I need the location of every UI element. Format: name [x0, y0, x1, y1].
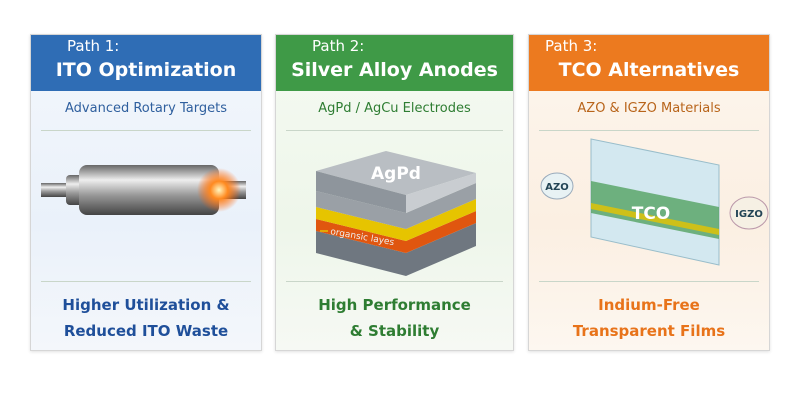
path-label: Path 3: — [545, 37, 598, 55]
card-header: Path 2: Silver Alloy Anodes — [276, 35, 513, 91]
divider — [41, 130, 251, 131]
card-subtitle: AgPd / AgCu Electrodes — [318, 101, 471, 116]
result-text: Indium-Free Transparent Films — [529, 292, 769, 344]
divider — [286, 281, 503, 282]
result-line-1: High Performance — [318, 296, 471, 314]
result-line-1: Higher Utilization & — [62, 296, 230, 314]
divider — [41, 281, 251, 282]
card-title: TCO Alternatives — [558, 59, 740, 81]
card-title: Silver Alloy Anodes — [291, 59, 498, 81]
result-line-2: Transparent Films — [572, 322, 726, 340]
card-ito-optimization: Path 1: ITO Optimization Advanced Rotary… — [30, 34, 262, 351]
card-header: Path 1: ITO Optimization — [31, 35, 261, 91]
card-header: Path 3: TCO Alternatives — [529, 35, 769, 91]
card-silver-alloy-anodes: Path 2: Silver Alloy Anodes AgPd / AgCu … — [275, 34, 514, 351]
result-line-2: & Stability — [349, 322, 440, 340]
card-subtitle: Advanced Rotary Targets — [65, 101, 227, 116]
path-label: Path 1: — [67, 37, 120, 55]
card-title: ITO Optimization — [55, 59, 237, 81]
result-text: Higher Utilization & Reduced ITO Waste — [31, 292, 261, 344]
divider — [286, 130, 503, 131]
igzo-bubble: IGZO — [735, 209, 763, 220]
card-tco-alternatives: Path 3: TCO Alternatives AZO & IGZO Mate… — [528, 34, 770, 351]
layer-stack-illustration: AgPd organsic layes — [276, 131, 513, 281]
divider — [539, 130, 759, 131]
tco-film-illustration: TCO AZO IGZO — [529, 131, 769, 281]
result-line-1: Indium-Free — [598, 296, 700, 314]
result-line-2: Reduced ITO Waste — [63, 322, 229, 340]
path-label: Path 2: — [312, 37, 365, 55]
rotary-target-illustration — [31, 131, 261, 281]
film-label: TCO — [632, 204, 671, 224]
card-subtitle: AZO & IGZO Materials — [577, 101, 721, 116]
stack-label: AgPd — [371, 164, 421, 184]
azo-bubble: AZO — [545, 182, 569, 193]
divider — [539, 281, 759, 282]
result-text: High Performance & Stability — [276, 292, 513, 344]
